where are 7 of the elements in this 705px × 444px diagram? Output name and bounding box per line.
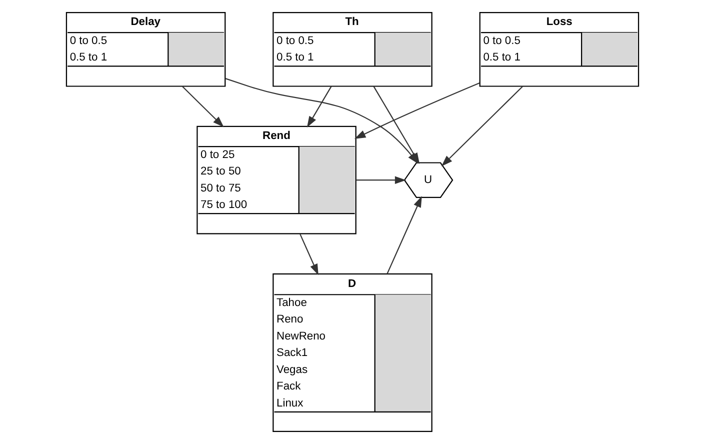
arrow [300,234,318,276]
arrow [306,86,332,128]
arrow [182,86,224,128]
arrow [441,86,524,166]
arrow [386,196,422,274]
arrow [356,176,406,184]
arrow [354,82,480,139]
